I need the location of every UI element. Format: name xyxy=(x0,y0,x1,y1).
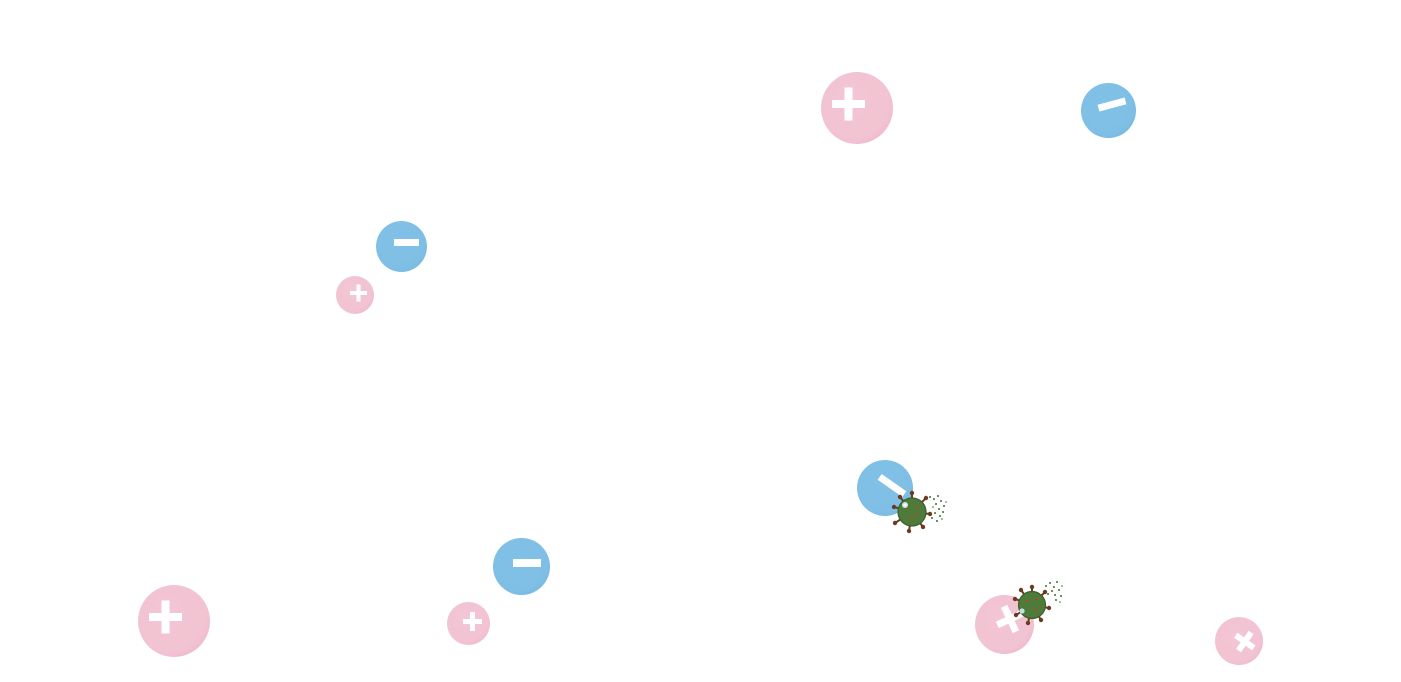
positive-ion[interactable] xyxy=(821,72,893,144)
negative-ion[interactable] xyxy=(1081,83,1136,138)
minus-icon xyxy=(1097,97,1127,112)
negative-ion[interactable] xyxy=(376,221,427,272)
plus-icon xyxy=(1234,630,1256,653)
plus-icon xyxy=(350,284,367,302)
plus-icon xyxy=(149,600,182,634)
minus-icon xyxy=(513,559,541,567)
virus-icon[interactable] xyxy=(890,485,950,537)
virus-icon[interactable] xyxy=(1010,578,1066,630)
positive-ion[interactable] xyxy=(447,602,490,645)
virus-icon xyxy=(891,490,947,534)
positive-ion[interactable] xyxy=(1215,617,1263,665)
positive-ion[interactable] xyxy=(975,595,1034,654)
minus-icon xyxy=(394,239,419,246)
positive-ion[interactable] xyxy=(138,585,210,657)
minus-icon xyxy=(877,474,907,497)
virus-icon xyxy=(1012,581,1063,626)
plus-icon xyxy=(463,612,482,631)
positive-ion[interactable] xyxy=(336,276,374,314)
plus-icon xyxy=(832,87,865,121)
negative-ion[interactable] xyxy=(493,538,550,595)
